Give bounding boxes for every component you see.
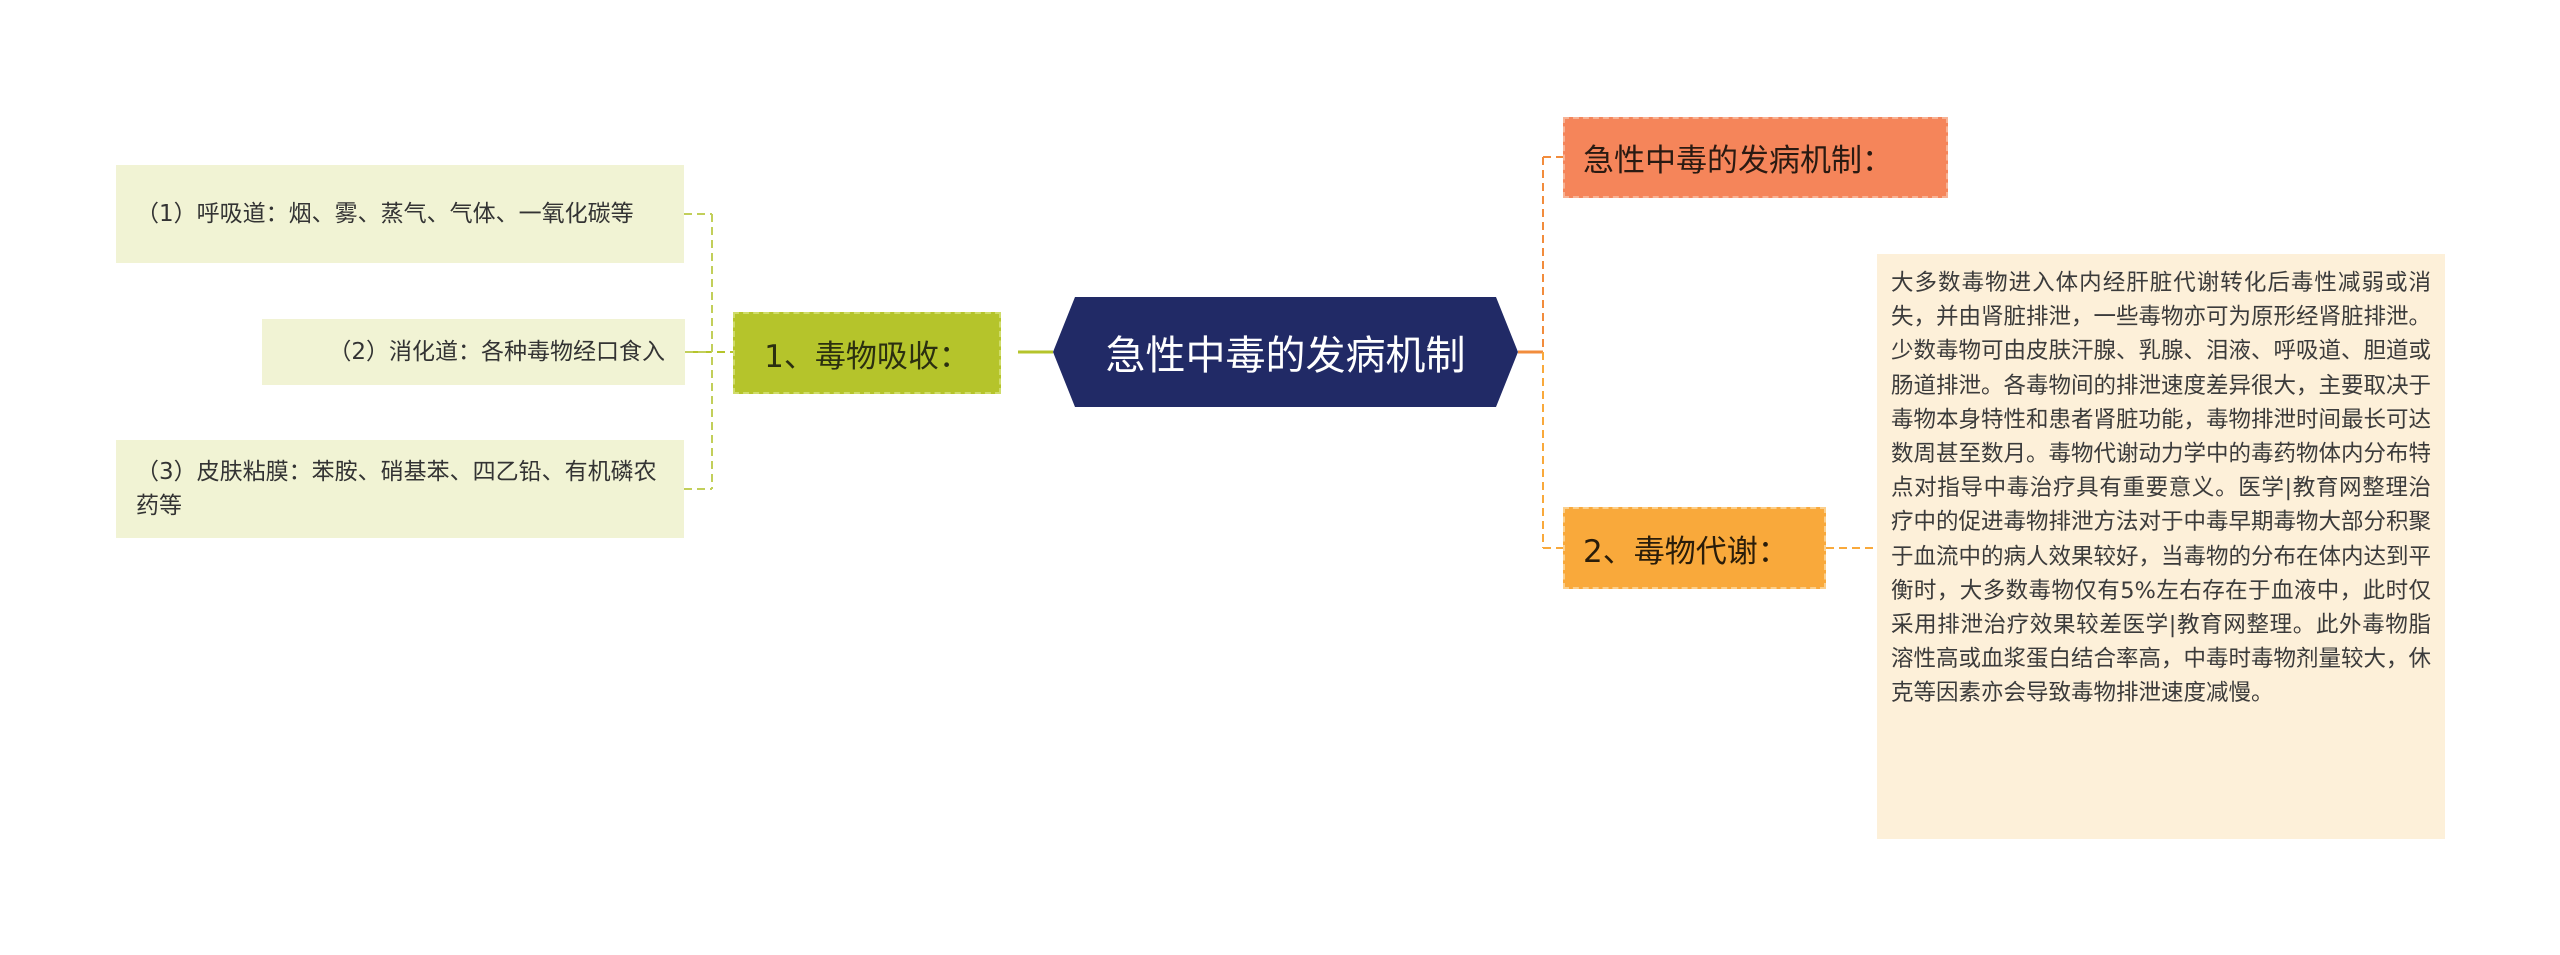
metabolism-detail-node[interactable]: 大多数毒物进入体内经肝脏代谢转化后毒性减弱或消失，并由肾脏排泄，一些毒物亦可为原…	[1877, 254, 2445, 839]
leaf-skin-node[interactable]: （3）皮肤粘膜：苯胺、硝基苯、四乙铅、有机磷农药等	[116, 440, 684, 538]
central-topic-label: 急性中毒的发病机制	[1105, 333, 1466, 379]
branch-mechanism-title-label: 急性中毒的发病机制：	[1583, 143, 1893, 179]
branch-metabolism-node[interactable]: 2、毒物代谢：	[1563, 507, 1826, 589]
leaf-digestive-text: （2）消化道：各种毒物经口食入	[328, 339, 665, 365]
branch-mechanism-title-node[interactable]: 急性中毒的发病机制：	[1563, 117, 1948, 198]
branch-absorption-node[interactable]: 1、毒物吸收：	[733, 312, 1001, 394]
central-topic-node[interactable]: 急性中毒的发病机制	[1053, 297, 1518, 407]
leaf-respiratory-node[interactable]: （1）呼吸道：烟、雾、蒸气、气体、一氧化碳等	[116, 165, 684, 263]
metabolism-detail-text: 大多数毒物进入体内经肝脏代谢转化后毒性减弱或消失，并由肾脏排泄，一些毒物亦可为原…	[1891, 270, 2432, 707]
branch-metabolism-label: 2、毒物代谢：	[1583, 533, 1789, 570]
leaf-digestive-node[interactable]: （2）消化道：各种毒物经口食入	[262, 319, 685, 385]
branch-absorption-label: 1、毒物吸收：	[764, 338, 970, 375]
leaf-respiratory-text: （1）呼吸道：烟、雾、蒸气、气体、一氧化碳等	[136, 201, 634, 227]
leaf-skin-text: （3）皮肤粘膜：苯胺、硝基苯、四乙铅、有机磷农药等	[136, 459, 657, 519]
